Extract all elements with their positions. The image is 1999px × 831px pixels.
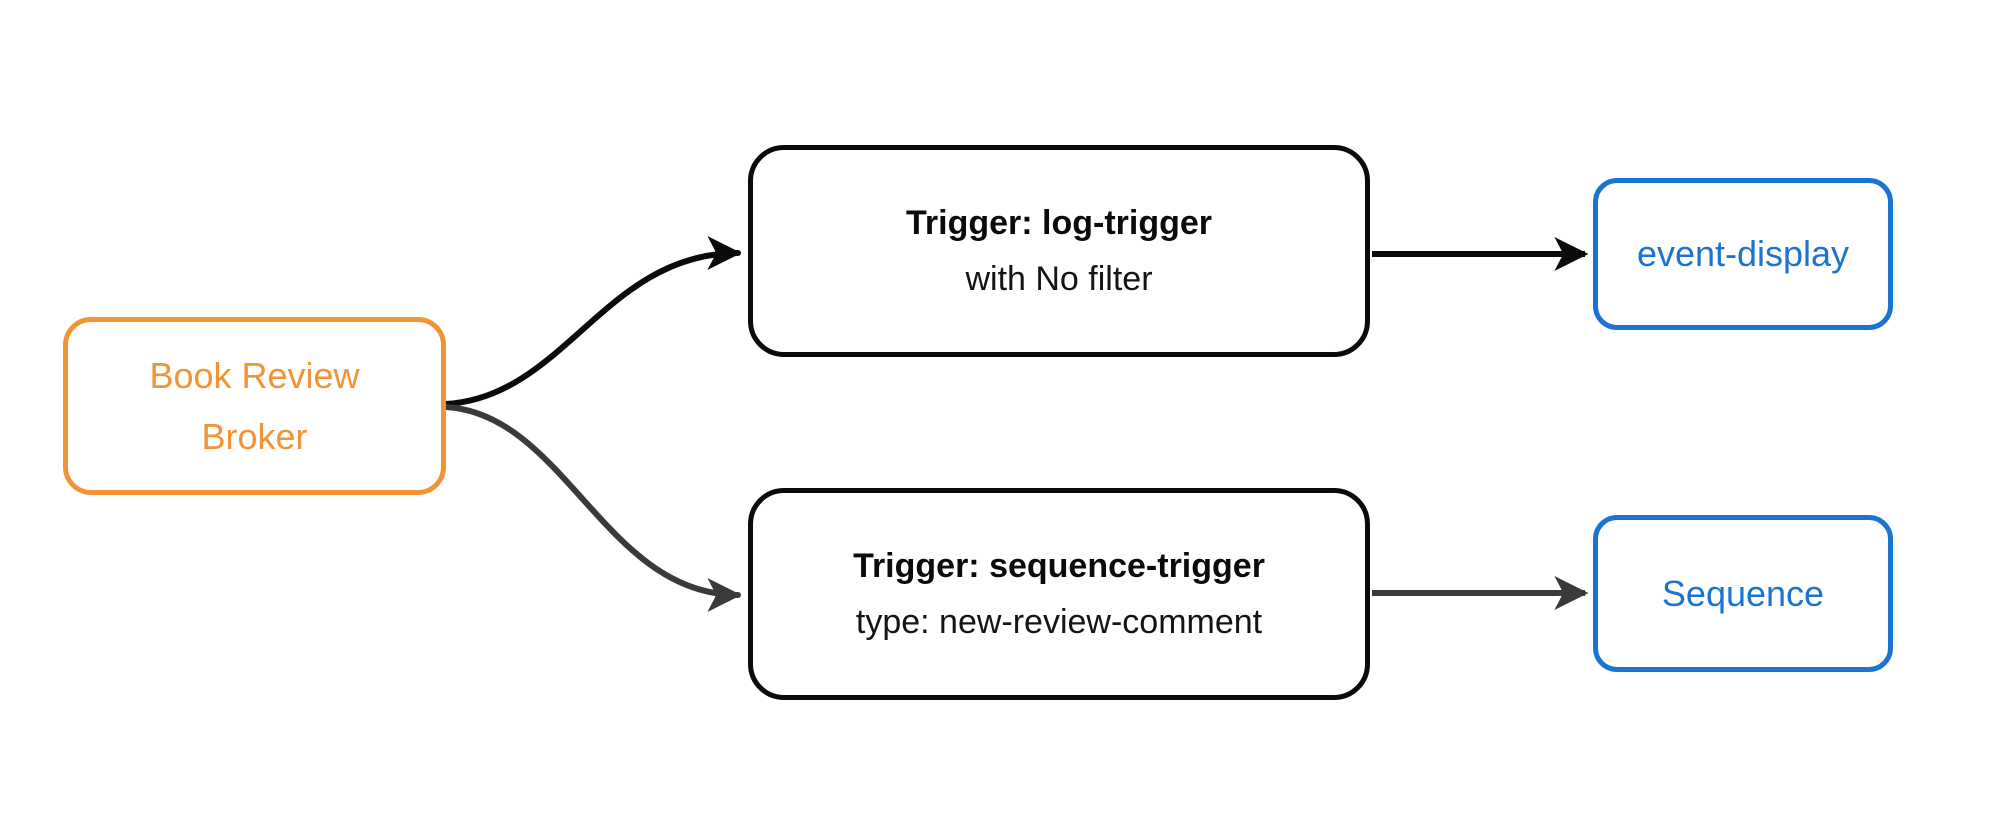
log-trigger-subtitle: with No filter	[965, 260, 1153, 298]
sequence-trigger-title: Trigger: sequence-trigger	[853, 546, 1265, 585]
sequence-label: Sequence	[1661, 572, 1825, 614]
event-display-label: event-display	[1636, 233, 1850, 274]
edge-broker-to-sequence-trigger	[443, 404, 742, 612]
node-book-review-broker: Book Review Broker	[63, 317, 446, 495]
sequence-trigger-subtitle: type: new-review-comment	[855, 603, 1263, 641]
node-sequence: Sequence	[1593, 515, 1893, 672]
node-sequence-trigger: Trigger: sequence-trigger type: new-revi…	[748, 488, 1370, 700]
broker-label-line1: Book Review	[149, 354, 360, 396]
node-log-trigger: Trigger: log-trigger with No filter	[748, 145, 1370, 357]
broker-label-line2: Broker	[201, 416, 308, 457]
edge-broker-to-log-trigger	[443, 236, 742, 407]
node-event-display: event-display	[1593, 178, 1893, 330]
log-trigger-title: Trigger: log-trigger	[906, 203, 1212, 242]
